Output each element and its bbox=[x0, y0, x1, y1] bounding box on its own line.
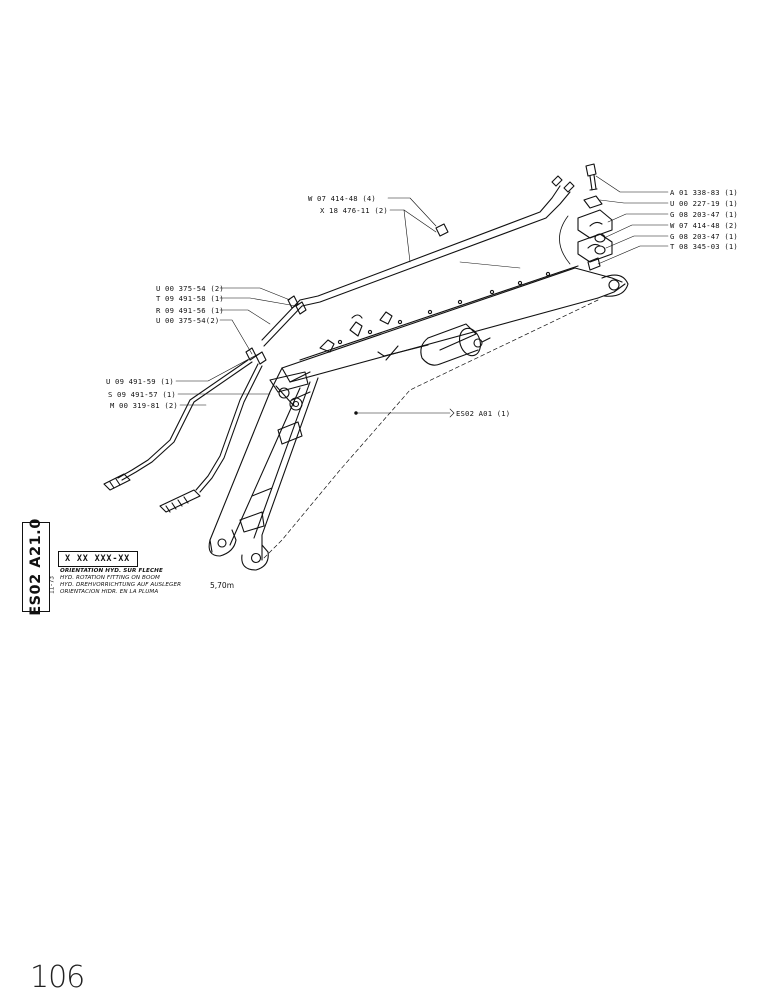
page-number: 106 bbox=[30, 960, 85, 995]
label-t09491581: T 09 491-58 (1) bbox=[156, 294, 224, 303]
label-u00375542-a: U 00 375-54 (2) bbox=[156, 284, 224, 293]
label-u00227191: U 00 227-19 (1) bbox=[670, 199, 738, 208]
boom-foot bbox=[208, 367, 319, 571]
description-fr: ORIENTATION HYD. SUR FLECHE bbox=[60, 568, 163, 574]
label-u09491591: U 09 491-59 (1) bbox=[106, 377, 174, 386]
leader-lines bbox=[175, 175, 669, 418]
label-r09491561: R 09 491-56 (1) bbox=[156, 306, 224, 315]
label-m00319812: M 00 319-81 (2) bbox=[110, 401, 178, 410]
boom-length: 5,70m bbox=[210, 581, 235, 590]
hydraulic-motor bbox=[377, 323, 491, 366]
part-number: X XX XXX-XX bbox=[65, 554, 131, 564]
date-code-box: 11-73 bbox=[44, 570, 60, 600]
label-a01338831: A 01 338-83 (1) bbox=[670, 188, 738, 197]
label-es02-a01: ES02 A01 (1) bbox=[456, 409, 511, 418]
clamp-assembly bbox=[559, 163, 613, 271]
pipe-clamps bbox=[319, 311, 393, 353]
section-code-box: ES02 A21.0 bbox=[22, 518, 50, 616]
description-es: ORIENTACION HIDR. EN LA PLUMA bbox=[60, 589, 159, 595]
label-x18476112: X 18 476-11 (2) bbox=[320, 206, 388, 215]
date-code: 11-73 bbox=[48, 575, 56, 595]
description-de: HYD. DREHVORRICHTUNG AUF AUSLEGER bbox=[60, 582, 182, 588]
description-en: HYD. ROTATION FITTING ON BOOM bbox=[60, 575, 160, 581]
label-s09491571: S 09 491-57 (1) bbox=[108, 390, 176, 399]
label-g08203471-b: G 08 203-47 (1) bbox=[670, 232, 738, 241]
boom-arm bbox=[261, 261, 629, 561]
section-code: ES02 A21.0 bbox=[28, 518, 44, 616]
part-number-box: X XX XXX-XX bbox=[58, 551, 138, 567]
label-w07414484: W 07 414-48 (4) bbox=[308, 194, 376, 203]
hydraulic-hoses bbox=[103, 175, 575, 513]
label-g08203471-a: G 08 203-47 (1) bbox=[670, 210, 738, 219]
label-u00375542-b: U 00 375-54(2) bbox=[156, 316, 220, 325]
label-t08345031: T 08 345-03 (1) bbox=[670, 242, 738, 251]
label-w07414482: W 07 414-48 (2) bbox=[670, 221, 738, 230]
